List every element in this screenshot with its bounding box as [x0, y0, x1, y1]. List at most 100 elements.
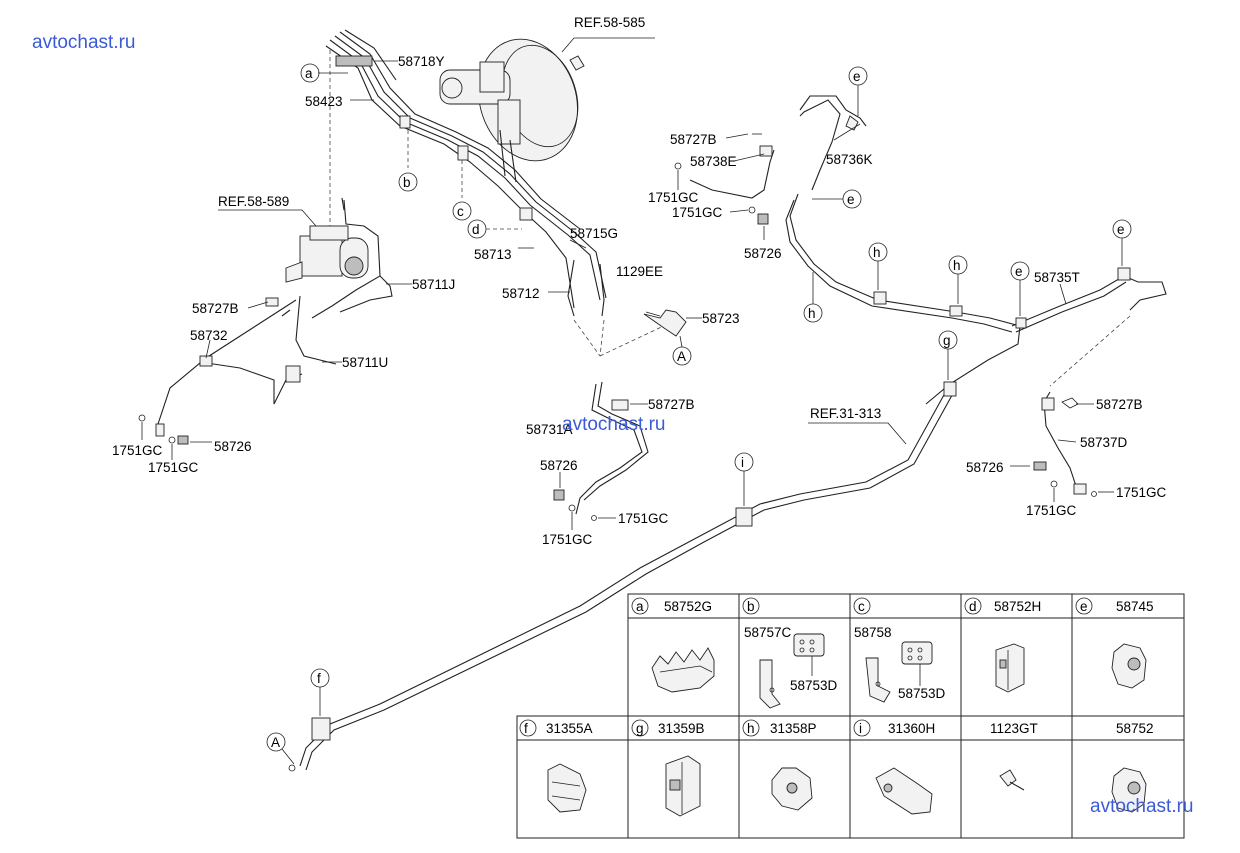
svg-text:d: d [472, 222, 480, 237]
svg-text:a: a [636, 599, 644, 614]
svg-text:h: h [953, 258, 961, 273]
parts-table: a 58752G b 58757C 58753D c 58758 58753D [516, 593, 1185, 839]
svg-text:c: c [457, 204, 464, 219]
callout-e-1: e [848, 66, 868, 86]
label-58731A: 58731A [526, 422, 573, 437]
label-58715G: 58715G [570, 226, 618, 241]
table-cell-c: c 58758 58753D [853, 597, 946, 703]
table-cell-f: f 31355A [519, 719, 593, 813]
label-58726-m: 58726 [540, 458, 578, 473]
svg-text:e: e [1080, 599, 1088, 614]
label-1129EE: 1129EE [616, 264, 663, 279]
svg-text:e: e [853, 69, 861, 84]
callout-g: g [938, 330, 958, 350]
table-cell-58752: 58752 [1111, 721, 1154, 813]
watermark-center: avtochast.ru [562, 414, 666, 435]
label-58727B-top: 58727B [670, 132, 717, 147]
brake-booster [439, 38, 585, 162]
label-58727B-right: 58727B [1096, 397, 1143, 412]
table-cell-g: g 31359B [631, 719, 705, 817]
svg-text:b: b [747, 599, 755, 614]
table-cell-i: i 31360H [853, 719, 935, 815]
label-58723: 58723 [702, 311, 740, 326]
label-58738E: 58738E [690, 154, 737, 169]
ref-58585-label: REF.58-585 [574, 15, 645, 30]
callout-h-3: h [803, 303, 823, 323]
callout-e-2: e [842, 189, 862, 209]
callout-i: i [734, 452, 754, 472]
label-1751GC-t1: 1751GC [648, 190, 699, 205]
svg-text:b: b [403, 175, 411, 190]
label-58737D: 58737D [1080, 435, 1128, 450]
table-cell-1123GT: 1123GT [990, 721, 1038, 791]
table-cell-h: h 31358P [742, 719, 817, 811]
svg-text:31355A: 31355A [546, 721, 593, 736]
svg-text:A: A [271, 735, 280, 750]
svg-text:58752G: 58752G [664, 599, 712, 614]
ref-58589-label: REF.58-589 [218, 194, 289, 209]
callouts: a b c d A e e h h h e e g i f A [266, 63, 1132, 765]
table-cell-b: b 58757C 58753D [742, 597, 838, 709]
callout-e-3: e [1010, 261, 1030, 281]
svg-text:d: d [969, 599, 977, 614]
svg-text:31360H: 31360H [888, 721, 935, 736]
svg-text:58753D: 58753D [898, 686, 946, 701]
label-58727B-mid: 58727B [648, 397, 695, 412]
label-58423: 58423 [305, 94, 343, 109]
front-right-hose [674, 95, 1167, 405]
label-1751GC-l2: 1751GC [148, 460, 199, 475]
label-58711U: 58711U [342, 355, 388, 370]
svg-text:e: e [1117, 222, 1125, 237]
label-58727B-left: 58727B [192, 301, 239, 316]
svg-text:58752: 58752 [1116, 721, 1154, 736]
svg-text:g: g [636, 721, 644, 736]
rear-right-hose [1033, 315, 1131, 497]
svg-text:a: a [305, 66, 313, 81]
ref-31313-label: REF.31-313 [810, 406, 881, 421]
front-left-hose [138, 275, 393, 445]
label-58726-r: 58726 [966, 460, 1004, 475]
label-58711J: 58711J [412, 277, 455, 292]
svg-text:i: i [859, 721, 862, 736]
svg-text:31359B: 31359B [658, 721, 705, 736]
callout-h-1: h [868, 242, 888, 262]
svg-text:h: h [873, 245, 881, 260]
label-58735T: 58735T [1034, 270, 1080, 285]
callout-A-bottom: A [266, 732, 286, 752]
label-58712: 58712 [502, 286, 540, 301]
callout-c: c [452, 201, 472, 221]
svg-text:58745: 58745 [1116, 599, 1154, 614]
watermark-bottom-right: avtochast.ru [1090, 796, 1194, 817]
callout-e-4: e [1112, 219, 1132, 239]
label-1751GC-r2: 1751GC [1026, 503, 1077, 518]
svg-text:i: i [741, 455, 744, 470]
svg-text:58758: 58758 [854, 625, 892, 640]
svg-text:h: h [808, 306, 816, 321]
label-58726-l: 58726 [214, 439, 252, 454]
label-58726-t: 58726 [744, 246, 782, 261]
table-cell-d: d 58752H [964, 597, 1041, 693]
svg-text:A: A [677, 349, 686, 364]
watermark-top-left: avtochast.ru [32, 32, 136, 53]
label-1751GC-l1: 1751GC [112, 443, 163, 458]
part-labels: 58718Y 58423 58711J 58727B 58732 58711U … [112, 54, 1167, 547]
table-cell-a: a 58752G [631, 597, 715, 693]
svg-text:1123GT: 1123GT [990, 721, 1038, 736]
svg-text:c: c [858, 599, 865, 614]
svg-text:f: f [317, 671, 321, 686]
rear-main-line [288, 381, 957, 772]
table-cell-e: e 58745 [1075, 597, 1154, 689]
label-58736K: 58736K [826, 152, 873, 167]
svg-text:e: e [847, 192, 855, 207]
svg-text:g: g [943, 333, 951, 348]
label-1751GC-m1: 1751GC [618, 511, 669, 526]
svg-text:h: h [747, 721, 755, 736]
callout-A-center: A [672, 346, 692, 366]
label-1751GC-r1: 1751GC [1116, 485, 1167, 500]
svg-text:58757C: 58757C [744, 625, 792, 640]
svg-text:58753D: 58753D [790, 678, 838, 693]
label-58713: 58713 [474, 247, 512, 262]
svg-text:58752H: 58752H [994, 599, 1041, 614]
